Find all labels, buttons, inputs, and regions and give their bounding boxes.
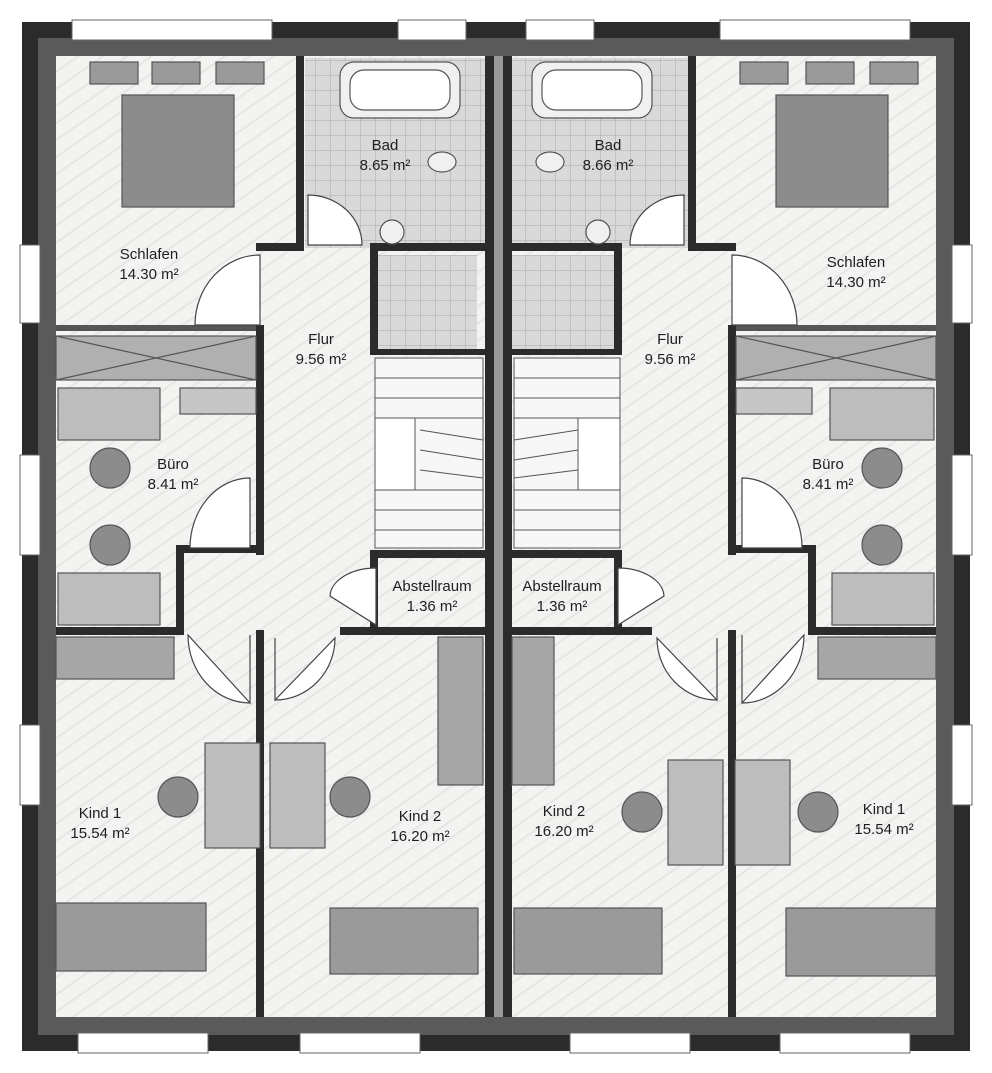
room-area: 1.36 m² xyxy=(536,598,588,615)
room-label-schlafen-left: Schlafen 14.30 m² xyxy=(119,245,178,285)
bed-kind1-left xyxy=(55,902,207,972)
room-area: 16.20 m² xyxy=(390,828,450,845)
desk-buero-right-bottom xyxy=(831,572,935,626)
desk-kind1-left xyxy=(204,742,261,849)
chair-kind1-left xyxy=(157,776,199,818)
room-area: 8.41 m² xyxy=(147,476,199,493)
room-area: 1.36 m² xyxy=(406,598,458,615)
room-label-abstellraum-left: Abstellraum 1.36 m² xyxy=(392,577,471,617)
room-name: Kind 1 xyxy=(78,805,122,822)
room-name: Flur xyxy=(308,331,334,348)
desk-kind2-left xyxy=(269,742,326,849)
room-label-kind2-left: Kind 2 16.20 m² xyxy=(390,807,449,847)
room-area: 14.30 m² xyxy=(826,274,886,291)
room-label-buero-right: Büro 8.41 m² xyxy=(803,455,854,495)
room-name: Bad xyxy=(371,137,399,154)
room-name: Büro xyxy=(812,456,844,473)
room-label-kind1-left: Kind 1 15.54 m² xyxy=(70,804,129,844)
bed-kind2-left xyxy=(329,907,479,975)
toilet-right xyxy=(535,151,565,173)
chair-kind2-left xyxy=(329,776,371,818)
room-name: Flur xyxy=(657,331,683,348)
room-label-buero-left: Büro 8.41 m² xyxy=(148,455,199,495)
staircase-right xyxy=(513,357,621,549)
toilet-left xyxy=(427,151,457,173)
bed-kind1-right xyxy=(785,907,937,977)
room-name: Abstellraum xyxy=(392,578,472,595)
windows xyxy=(19,19,973,1054)
room-label-flur-left: Flur 9.56 m² xyxy=(296,330,347,370)
room-area: 15.54 m² xyxy=(70,825,130,842)
chair-buero-left-1 xyxy=(89,447,131,489)
shelf-corridor-left xyxy=(437,636,484,786)
door-swings xyxy=(187,194,805,705)
room-name: Schlafen xyxy=(826,254,886,271)
chair-buero-left-2 xyxy=(89,524,131,566)
room-label-bad-left: Bad 8.65 m² xyxy=(360,136,411,176)
furniture-right xyxy=(511,61,937,977)
sink-left xyxy=(379,219,405,245)
room-name: Büro xyxy=(157,456,189,473)
room-name: Kind 2 xyxy=(542,803,586,820)
room-area: 8.66 m² xyxy=(582,157,634,174)
room-name: Kind 2 xyxy=(398,808,442,825)
bed-right xyxy=(775,94,889,208)
furniture-left xyxy=(55,61,484,975)
desk-kind2-right xyxy=(667,759,724,866)
room-name: Kind 1 xyxy=(862,801,906,818)
room-area: 8.65 m² xyxy=(359,157,411,174)
room-name: Schlafen xyxy=(119,246,179,263)
bed-kind2-right xyxy=(513,907,663,975)
party-wall-gap xyxy=(494,56,503,1017)
room-label-bad-right: Bad 8.66 m² xyxy=(583,136,634,176)
desk-kind1-right xyxy=(734,759,791,866)
room-area: 9.56 m² xyxy=(644,351,696,368)
room-name: Abstellraum xyxy=(522,578,602,595)
chair-buero-right-1 xyxy=(861,447,903,489)
room-area: 9.56 m² xyxy=(295,351,347,368)
room-area: 16.20 m² xyxy=(534,823,594,840)
desk-buero-left-top xyxy=(57,387,161,441)
room-area: 15.54 m² xyxy=(854,821,914,838)
desk-buero-left-bottom xyxy=(57,572,161,626)
room-area: 14.30 m² xyxy=(119,266,179,283)
room-label-kind1-right: Kind 1 15.54 m² xyxy=(854,800,913,840)
shower-tiles-left xyxy=(372,255,477,350)
chair-buero-right-2 xyxy=(861,524,903,566)
staircase-left xyxy=(374,357,484,549)
room-label-abstellraum-right: Abstellraum 1.36 m² xyxy=(522,577,601,617)
chair-kind2-right xyxy=(621,791,663,833)
shower-tiles-right xyxy=(512,255,616,350)
desk-buero-right-top xyxy=(829,387,935,441)
shelf-corridor-right xyxy=(511,636,555,786)
shelf-kind1-left xyxy=(55,636,175,680)
room-label-schlafen-right: Schlafen 14.30 m² xyxy=(826,253,885,293)
room-label-kind2-right: Kind 2 16.20 m² xyxy=(534,802,593,842)
bed-left xyxy=(121,94,235,208)
sink-right xyxy=(585,219,611,245)
room-label-flur-right: Flur 9.56 m² xyxy=(645,330,696,370)
room-area: 8.41 m² xyxy=(802,476,854,493)
shelf-kind1-right xyxy=(817,636,937,680)
room-name: Bad xyxy=(594,137,622,154)
chair-kind1-right xyxy=(797,791,839,833)
